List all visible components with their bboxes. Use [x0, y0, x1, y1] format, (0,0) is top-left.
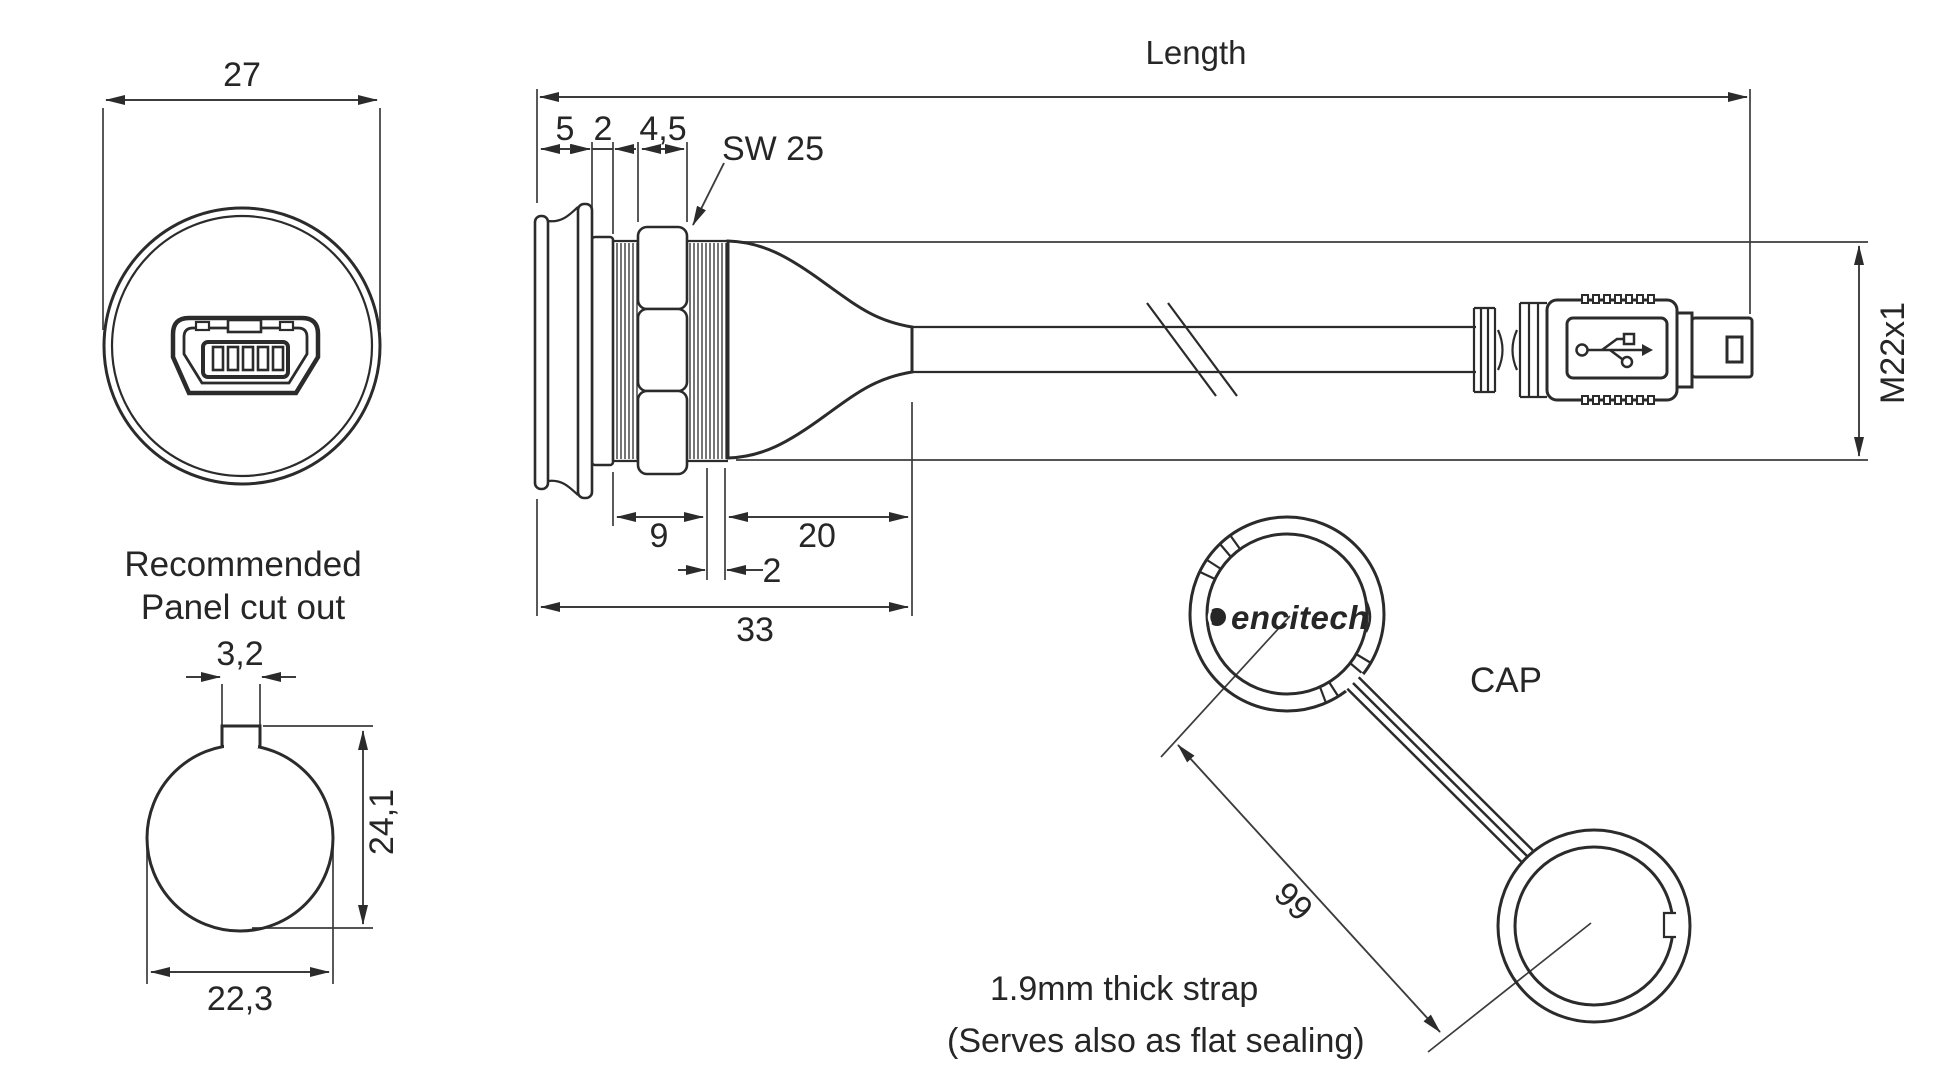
- side-view: [533, 202, 1754, 500]
- panel-cutout-view: [145, 724, 335, 933]
- dim-strap-length: 66: [1267, 874, 1321, 928]
- dim-thread-length: 9: [650, 517, 669, 555]
- cap-ring-small-inner: [1513, 845, 1675, 1007]
- dim-collar-width: 2: [594, 110, 613, 148]
- encitech-logo-dot: [1208, 608, 1226, 626]
- bezel-inner-circle: [110, 214, 374, 478]
- cap-ring-keyway: [1662, 911, 1676, 939]
- dim-nut-width: 4,5: [639, 110, 686, 148]
- extension-lines: [102, 89, 1868, 1053]
- dim-front-diameter: 27: [223, 56, 261, 94]
- encitech-logo-swoosh: [1364, 600, 1372, 633]
- plug-label-panel: [1565, 316, 1669, 380]
- cap-view: [1188, 515, 1692, 1024]
- plug-grip-serrations: [1581, 294, 1655, 405]
- dim-overall-length: 33: [736, 611, 774, 649]
- cable-break-icon: [1146, 302, 1238, 397]
- plug-collar: [1675, 311, 1694, 389]
- cutout-circle: [145, 743, 335, 933]
- cap-strap: [1346, 676, 1534, 863]
- cap-label: CAP: [1470, 661, 1542, 700]
- thread-spec-label: M22x1: [1874, 302, 1912, 404]
- cutout-caption-line2: Panel cut out: [141, 588, 346, 627]
- labels: 27 Length 5 2 4,5 SW 25 M22x1 9 20 2 33 …: [124, 34, 1912, 1060]
- dim-slot-width: 3,2: [216, 635, 263, 673]
- dim-gap: 2: [763, 552, 782, 590]
- usb-trident-icon: [1575, 332, 1653, 369]
- strain-relief-cone: [726, 239, 914, 460]
- encitech-logo-text: encitech: [1231, 599, 1369, 636]
- strap-note-line1: 1.9mm thick strap: [990, 970, 1258, 1008]
- cutout-caption-line1: Recommended: [124, 545, 361, 584]
- thread-section: [613, 239, 728, 463]
- dimension-lines: [105, 92, 1864, 1033]
- hex-nut: [636, 225, 689, 476]
- cap-ring-large-inner: [1205, 532, 1369, 696]
- collar: [590, 235, 615, 467]
- mounting-flange: [533, 202, 615, 500]
- dim-cutout-width: 22,3: [207, 980, 273, 1018]
- cap-ring-small-outer: [1496, 828, 1692, 1024]
- length-label: Length: [1146, 34, 1247, 71]
- dim-flange-width: 5: [556, 110, 575, 148]
- front-view: [102, 206, 382, 486]
- mini-usb-socket-icon: [170, 315, 321, 396]
- dim-cutout-height: 24,1: [363, 789, 401, 855]
- cutout-key-slot: [220, 724, 262, 748]
- encitech-logo: [1207, 600, 1372, 633]
- cap-ring-large-outer: [1188, 515, 1386, 713]
- bezel-outer-circle: [102, 206, 382, 486]
- mini-usb-plug: [1472, 294, 1754, 405]
- wrench-size-label: SW 25: [722, 130, 824, 168]
- plug-strain-relief-ribs: [1472, 301, 1547, 399]
- plug-tip-slot: [1725, 335, 1744, 364]
- strap-note-line2: (Serves also as flat sealing): [947, 1022, 1365, 1060]
- cap-ring-mold-marks: [1199, 534, 1372, 704]
- dim-boot-length: 20: [798, 517, 836, 555]
